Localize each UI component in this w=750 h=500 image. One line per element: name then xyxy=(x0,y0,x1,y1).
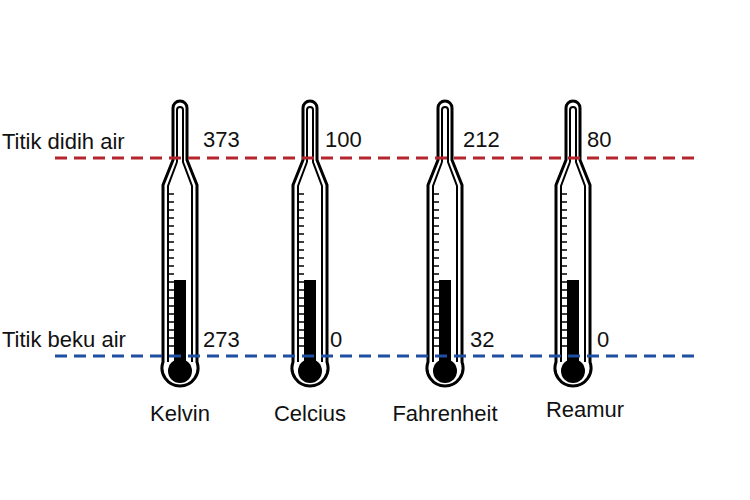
scale-value: 373 xyxy=(203,128,240,152)
scale-name: Reamur xyxy=(546,398,624,422)
thermometer xyxy=(555,101,591,386)
point-label: Titik beku air xyxy=(2,328,126,352)
scale-name: Kelvin xyxy=(150,402,210,426)
scale-value: 0 xyxy=(597,328,609,352)
thermometer xyxy=(427,101,463,386)
freezing-line xyxy=(55,355,700,358)
scale-value: 0 xyxy=(330,328,342,352)
thermometer xyxy=(162,101,198,386)
thermometer xyxy=(292,101,328,386)
scale-value: 100 xyxy=(325,128,362,152)
scale-name: Celcius xyxy=(274,402,346,426)
boiling-line xyxy=(55,157,700,160)
scale-value: 32 xyxy=(470,328,494,352)
scale-value: 212 xyxy=(463,128,500,152)
point-label: Titik didih air xyxy=(2,130,125,154)
scale-name: Fahrenheit xyxy=(392,402,497,426)
scale-value: 273 xyxy=(203,328,240,352)
scale-value: 80 xyxy=(587,128,611,152)
